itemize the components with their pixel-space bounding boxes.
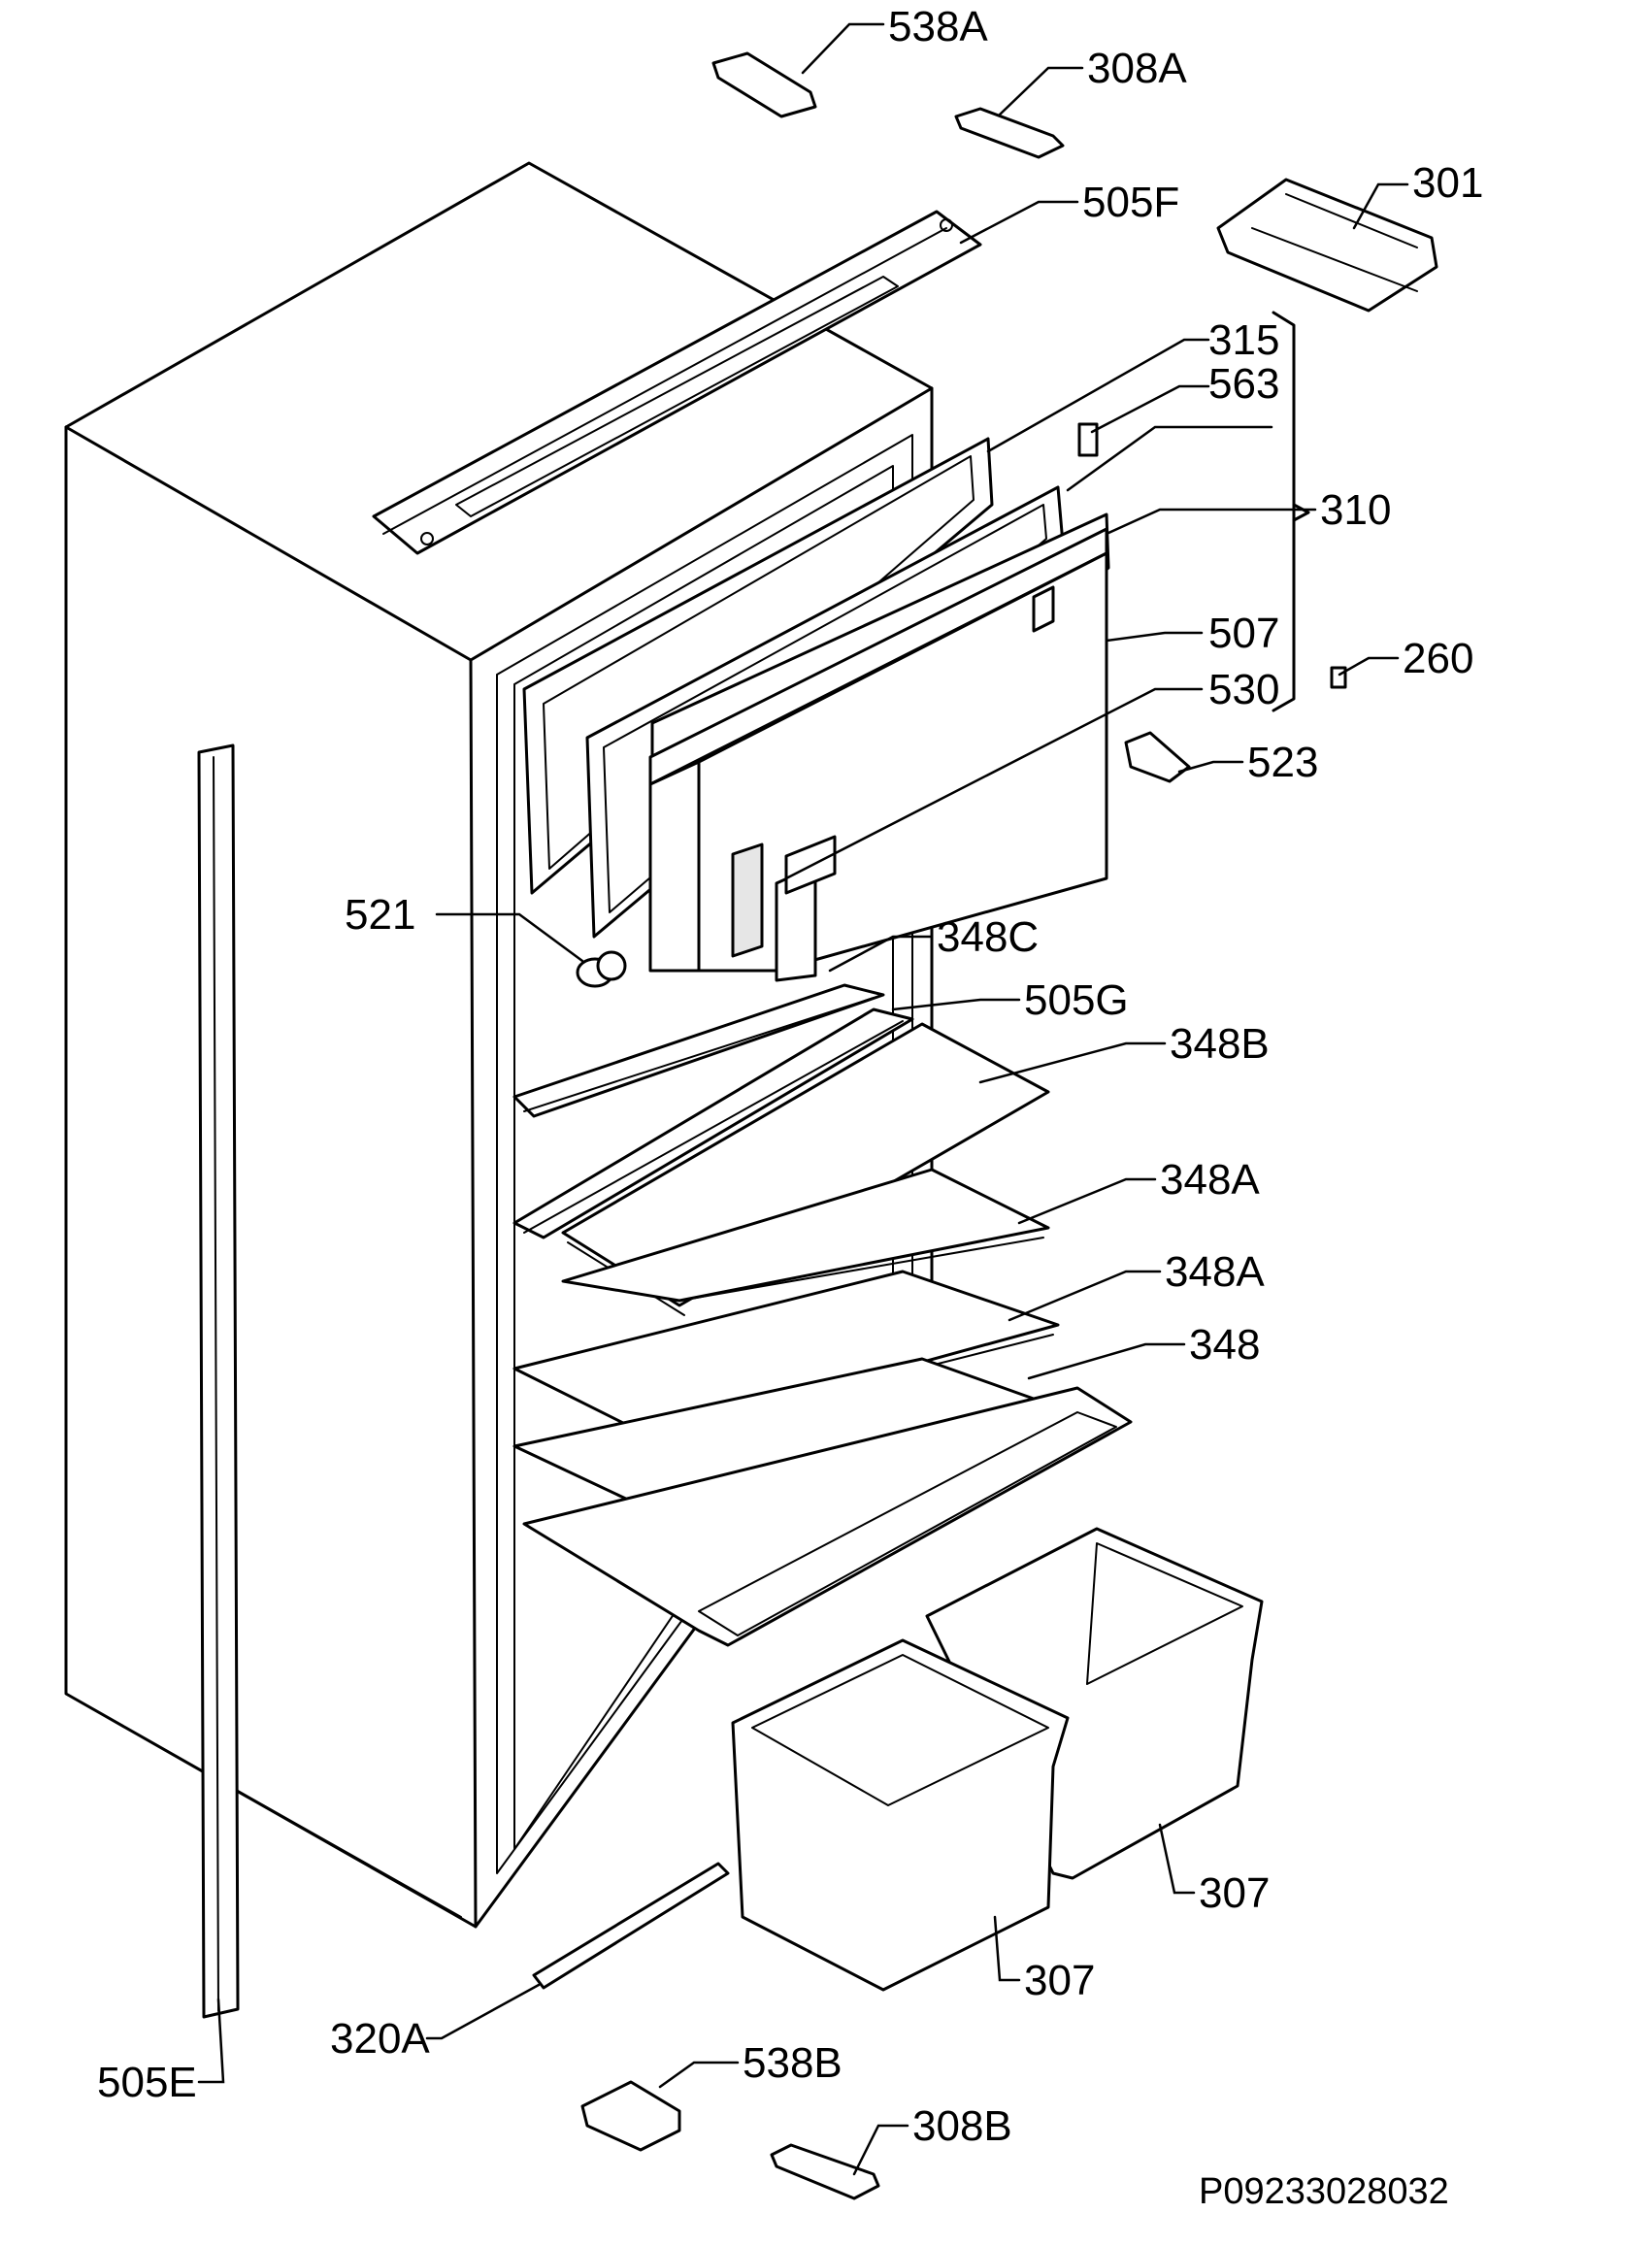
callout-260: 260 [1403, 635, 1473, 682]
drawing-number: P09233028032 [1199, 2171, 1449, 2212]
leader-lines [197, 22, 1409, 2176]
freezer-compartment [522, 437, 1110, 982]
callout-505e: 505E [97, 2059, 197, 2106]
clip-260 [1330, 666, 1347, 689]
crisper-cover [522, 1386, 1133, 1647]
shelf-505g [512, 1007, 914, 1239]
bracket-310 [1272, 311, 1296, 712]
callout-348c: 348C [937, 913, 1039, 961]
callout-301: 301 [1412, 159, 1483, 207]
callout-labels: 538A 308A 505F 301 315 563 310 507 530 2… [97, 3, 1483, 2150]
shelf-348c [512, 983, 885, 1118]
callout-521: 521 [345, 891, 415, 939]
callout-530: 530 [1208, 666, 1279, 713]
callout-315: 315 [1208, 316, 1279, 364]
callout-563: 563 [1208, 360, 1279, 408]
kick-plate-320a [532, 1862, 730, 1990]
hinge-308b [770, 2143, 880, 2200]
callout-348b: 348B [1170, 1020, 1270, 1068]
callout-505g: 505G [1024, 976, 1129, 1024]
callout-348a-2: 348A [1165, 1248, 1265, 1296]
lamp-socket-563 [1077, 422, 1099, 457]
crisper-drawer-left [731, 1638, 1070, 1992]
callout-320a: 320A [330, 2015, 430, 2063]
bracket-310-tip [1292, 503, 1310, 522]
shelf-348a-upper [561, 1168, 1050, 1303]
callout-308b: 308B [912, 2102, 1012, 2150]
callout-538b: 538B [743, 2039, 843, 2087]
callout-308a: 308A [1087, 45, 1187, 92]
hinge-308a [954, 107, 1065, 159]
callout-307-left: 307 [1024, 1957, 1095, 2004]
callout-348a-1: 348A [1160, 1156, 1260, 1204]
callout-507: 507 [1208, 610, 1279, 657]
callout-505f: 505F [1082, 179, 1179, 226]
door-trim-505e [197, 743, 240, 2019]
hinge-538b [580, 2080, 681, 2152]
top-cover-505f [372, 210, 982, 555]
thermostat-knob-523 [1124, 731, 1191, 783]
callout-348: 348 [1189, 1321, 1260, 1369]
callout-310: 310 [1320, 486, 1391, 534]
ice-tray-301 [1216, 178, 1438, 313]
callout-307-right: 307 [1199, 1869, 1270, 1917]
crisper-drawer-right [925, 1527, 1264, 1880]
cabinet-body [64, 161, 934, 1929]
hinge-538a [711, 51, 817, 118]
callout-523: 523 [1247, 739, 1318, 786]
plug-521 [576, 950, 627, 988]
callout-538a: 538A [888, 3, 988, 50]
